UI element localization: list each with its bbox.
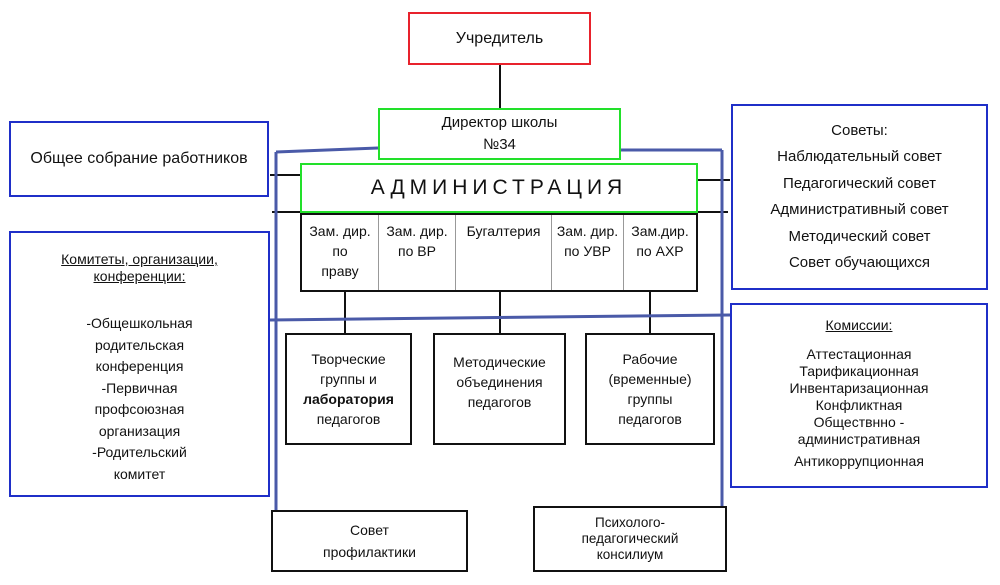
committee-line: профсоюзная — [94, 401, 185, 417]
general-meeting-box: Общее собрание работников — [9, 121, 269, 197]
administration-box: АДМИНИСТРАЦИЯ — [300, 163, 698, 213]
administration-label: АДМИНИСТРАЦИЯ — [370, 176, 628, 199]
commission-item: Обществнно - — [813, 414, 905, 430]
founder-label: Учредитель — [455, 29, 544, 47]
commission-item: Аттестационная — [806, 346, 912, 362]
council-item: Совет обучающихся — [788, 254, 931, 271]
council-item: Наблюдательный совет — [777, 148, 942, 165]
psych-ped-consilium-box: Психолого- педагогический консилиум — [533, 506, 727, 572]
deputy-uvr-cell: Зам. дир.по УВР — [552, 215, 624, 290]
council-item: Педагогический совет — [783, 174, 936, 192]
commissions-box: Комиссии: Аттестационная Тарификационная… — [730, 303, 988, 488]
commission-item: Инвентаризационная — [789, 380, 929, 396]
deputy-vr-cell: Зам. дир.по ВР — [379, 215, 456, 290]
committee-line: -Общешкольная — [86, 315, 193, 331]
committee-line: организация — [98, 422, 181, 439]
committees-title-2: конференции: — [93, 268, 186, 284]
director-box: Директор школы №34 — [378, 108, 621, 160]
council-item: Административный совет — [770, 201, 949, 218]
committee-line: -Родительский — [92, 444, 187, 460]
methodical-associations-box: Методические объединения педагогов — [433, 333, 566, 445]
committee-line: родительская — [94, 336, 185, 353]
commission-item: административная — [797, 431, 921, 447]
deputy-ahr-cell: Зам.дир.по АХР — [631, 223, 689, 259]
council-item: Методический совет — [788, 227, 931, 245]
commission-item: Конфликтная — [815, 397, 903, 413]
commission-item: Антикоррупционная — [794, 453, 924, 469]
creative-groups-box: Творческие группы и лаборатория педагого… — [285, 333, 412, 445]
working-groups-box: Рабочие (временные) группы педагогов — [585, 333, 715, 445]
prevention-council-box: Совет профилактики — [271, 510, 468, 572]
founder-box: Учредитель — [408, 12, 591, 65]
committee-line: -Первичная — [101, 379, 178, 396]
councils-title: Советы: — [831, 121, 888, 139]
general-meeting-label: Общее собрание работников — [30, 150, 248, 167]
committees-box: Комитеты, организации, конференции: -Общ… — [9, 231, 270, 497]
director-line1: Директор школы — [441, 114, 558, 131]
councils-box: Советы: Наблюдательный совет Педагогичес… — [731, 104, 988, 290]
director-line2: №34 — [483, 136, 516, 153]
commission-item: Тарификационная — [799, 363, 919, 379]
committees-title: Комитеты, организации, — [61, 251, 218, 267]
commissions-title: Комиссии: — [825, 317, 893, 333]
committee-line: конференция — [95, 358, 184, 374]
accounting-cell: Бугалтерия — [456, 215, 552, 290]
committee-line: комитет — [113, 465, 166, 482]
